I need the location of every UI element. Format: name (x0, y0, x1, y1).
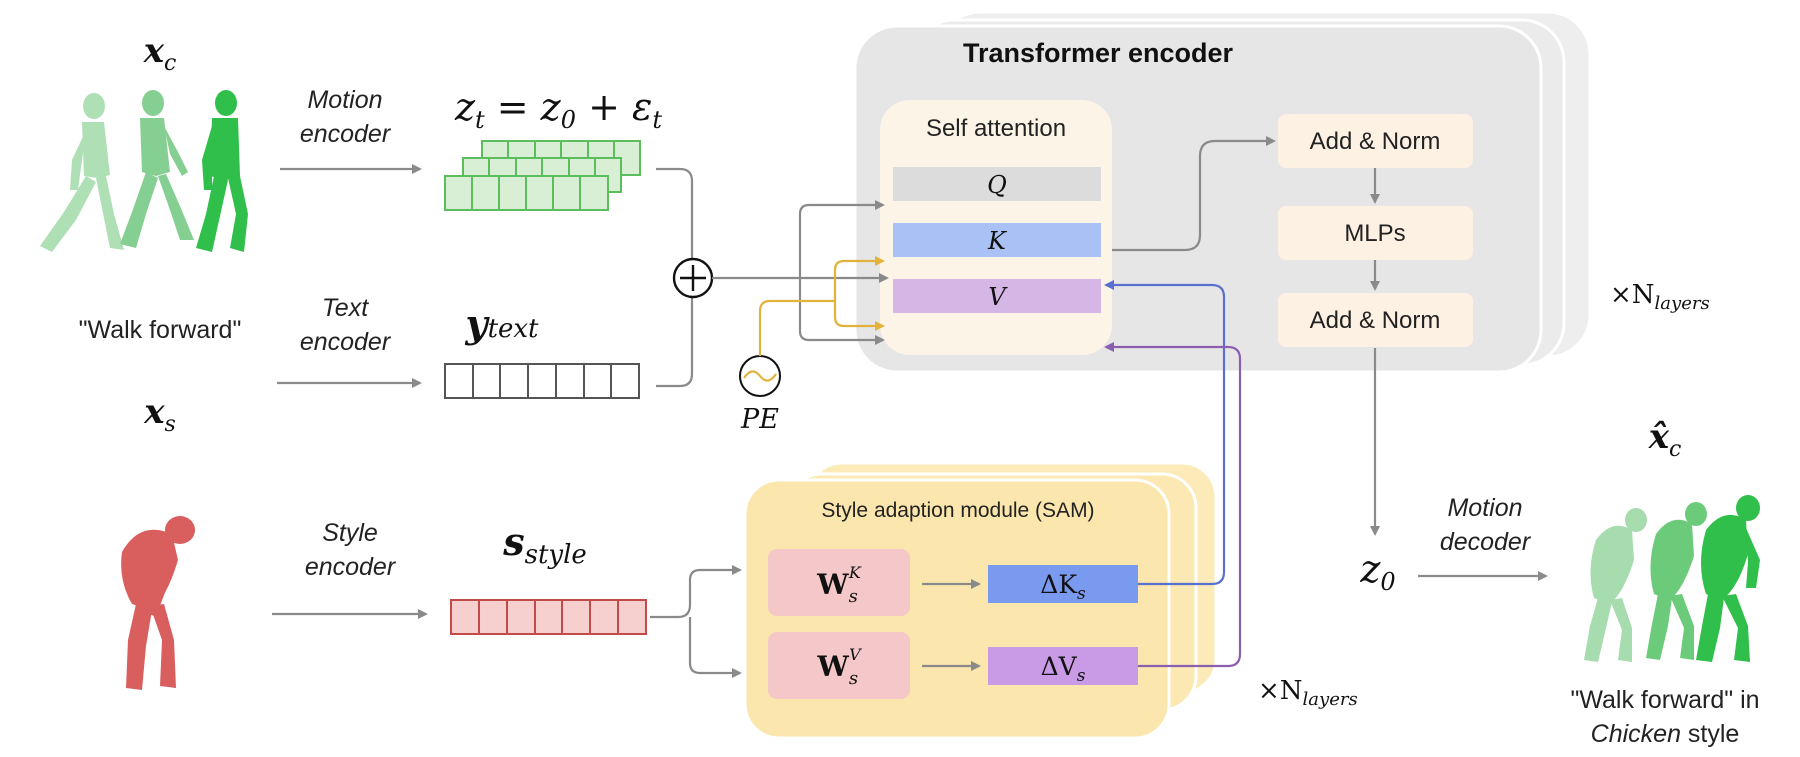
noisy-latent-equation: zt = z0 + εt (454, 85, 662, 134)
motion-encoder-label-2: encoder (300, 120, 392, 148)
text-encoder-label-2: encoder (300, 328, 392, 356)
style-motion-symbol: xs (143, 392, 176, 437)
delta-k-label: ΔKs (1040, 570, 1086, 604)
mlps-label: MLPs (1344, 220, 1405, 247)
stylized-figure-3 (1696, 495, 1760, 662)
add-norm-1-box (1278, 114, 1473, 168)
k-label: K (987, 227, 1008, 255)
output-caption-line1: "Walk forward" in (1570, 686, 1759, 714)
walker-figure-1 (40, 93, 124, 252)
sam-stack: Style adaption module (SAM) WsK WsV ΔKs … (743, 461, 1218, 740)
style-encoder-label-2: encoder (305, 553, 397, 581)
delta-k-bar (988, 565, 1138, 603)
output-motion-symbol: x̂c (1648, 417, 1682, 462)
positional-encoding-icon (739, 355, 781, 397)
output-motion-figures (1584, 495, 1760, 662)
add-norm-2-label: Add & Norm (1310, 307, 1441, 334)
add-norm-2-box (1278, 293, 1473, 347)
plus-node (672, 257, 714, 299)
transformer-encoder-stack: Transformer encoder Self attention Q K V… (853, 10, 1592, 374)
wk-label: WsK (816, 563, 862, 607)
content-motion-figures (40, 90, 248, 252)
v-bar (893, 279, 1101, 313)
motion-decoder-label-2: decoder (1440, 528, 1532, 556)
text-encoder-label-1: Text (322, 294, 369, 322)
q-bar (893, 167, 1101, 201)
stylized-figure-2 (1646, 502, 1707, 660)
stylized-figure-1 (1584, 508, 1647, 662)
style-motion-figure (121, 516, 195, 690)
style-embedding-block (450, 599, 647, 635)
output-caption-line2: Chicken style (1591, 720, 1740, 748)
noisy-latent-block (444, 140, 641, 211)
mlps-box (1278, 206, 1473, 260)
delta-v-bar (988, 647, 1138, 685)
text-embedding-block (444, 363, 640, 399)
sam-title: Style adaption module (SAM) (821, 499, 1094, 522)
wv-label: WsV (816, 645, 862, 689)
add-norm-1-label: Add & Norm (1310, 128, 1441, 155)
motion-encoder-label-1: Motion (307, 86, 382, 114)
transformer-repeat-label: ×Nlayers (1610, 280, 1710, 314)
content-motion-symbol: xc (143, 31, 177, 76)
style-encoder-label-1: Style (322, 519, 378, 547)
k-bar (893, 223, 1101, 257)
text-embedding-symbol: ytext (464, 301, 539, 346)
self-attention-title: Self attention (926, 115, 1066, 142)
transformer-title: Transformer encoder (963, 38, 1234, 68)
style-embedding-symbol: sstyle (502, 519, 587, 570)
motion-decoder-label-1: Motion (1447, 494, 1522, 522)
wv-box (768, 632, 910, 699)
sam-repeat-label: ×Nlayers (1258, 676, 1358, 710)
z0-symbol: z0 (1359, 547, 1395, 596)
wk-box (768, 549, 910, 616)
q-label: Q (987, 171, 1007, 199)
walker-figure-2 (120, 90, 194, 248)
pe-label: PE (740, 404, 779, 435)
delta-v-label: ΔVs (1041, 652, 1086, 686)
walker-figure-3 (196, 90, 248, 252)
text-prompt: "Walk forward" (79, 316, 242, 344)
v-label: V (988, 283, 1008, 311)
